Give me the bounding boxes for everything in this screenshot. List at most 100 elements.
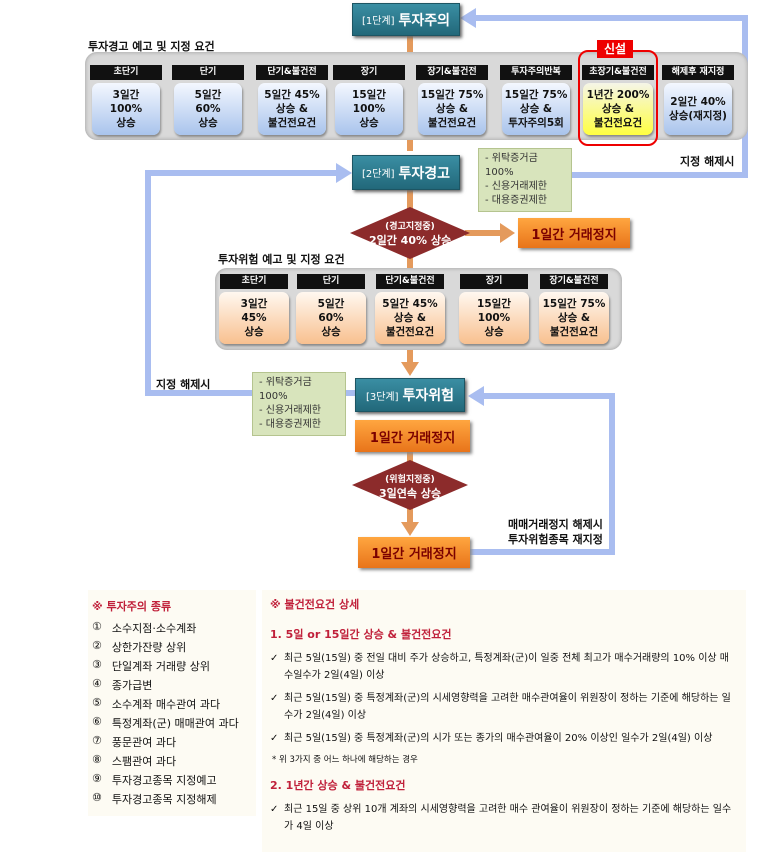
restriction: - 위탁증거금100% xyxy=(259,377,312,402)
release-line-top xyxy=(470,15,748,21)
item-text: 특정계좌(군) 매매관여 과다 xyxy=(111,717,239,730)
flow-line xyxy=(465,230,505,236)
redesignate-line-top xyxy=(480,393,615,399)
risk-req-tag: 단기&불건전 xyxy=(376,274,444,289)
item-number: ③ xyxy=(92,658,102,671)
item-text: 단일계좌 거래량 상위 xyxy=(111,660,210,673)
caution-type-item: ⑦ 풍문관여 과다 xyxy=(92,734,252,753)
warning-req-box: 5일간 45% 상승 & 불건전요건 xyxy=(258,83,326,135)
stage-prefix: [3단계] xyxy=(365,391,399,403)
new-badge: 신설 xyxy=(597,40,633,58)
arrow-right-icon xyxy=(500,223,515,243)
item-number: ⑦ xyxy=(92,734,102,747)
risk-req-box: 3일간 45% 상승 xyxy=(219,292,289,344)
diamond-main: 2일간 40% 상승 xyxy=(368,234,452,247)
warning-req-box: 2일간 40% 상승(재지정) xyxy=(664,83,732,135)
item-number: ⑨ xyxy=(92,772,102,785)
caution-type-item: ⑥ 특정계좌(군) 매매관여 과다 xyxy=(92,715,252,734)
stage2-box: [2단계]투자경고 xyxy=(352,155,460,190)
section2-title: 2. 1년간 상승 & 불건전요건 xyxy=(270,779,406,792)
restriction: - 대용증권제한 xyxy=(485,195,547,206)
risk-req-box: 15일간 100% 상승 xyxy=(459,292,529,344)
risk-req-box: 5일간 45% 상승 & 불건전요건 xyxy=(375,292,445,344)
item-number: ⑤ xyxy=(92,696,102,709)
footnote: * 위 3가지 중 어느 하나에 해당하는 경우 xyxy=(272,755,418,765)
caution-type-item: ⑩ 투자경고종목 지정해제 xyxy=(92,791,252,810)
stage-name: 투자경고 xyxy=(398,165,451,182)
item-text: 투자경고종목 지정해제 xyxy=(111,793,217,806)
arrow-right-icon xyxy=(336,163,352,183)
condition-diamond-risk: (위험지정중) 3일연속 상승 xyxy=(352,460,468,510)
risk-req-tag: 장기&불건전 xyxy=(540,274,608,289)
halt-box: 1일간 거래정지 xyxy=(355,420,470,452)
condition-diamond-warning: (경고지정중) 2일간 40% 상승 xyxy=(350,207,470,259)
item-text: 스팸관여 과다 xyxy=(111,755,177,768)
diamond-sub: (경고지정중) xyxy=(385,222,435,232)
halt-box: 1일간 거래정지 xyxy=(358,537,470,568)
restriction: - 대용증권제한 xyxy=(259,419,321,430)
criterion: 최근 5일(15일) 중 특정계좌(군)의 시가 또는 종가의 매수관여율이 2… xyxy=(270,730,738,747)
risk-req-box: 15일간 75% 상승 & 불건전요건 xyxy=(539,292,609,344)
risk-req-tag: 초단기 xyxy=(220,274,288,289)
release-line-left xyxy=(145,170,151,395)
warning-req-tag: 초단기 xyxy=(90,65,162,80)
restriction: - 신용거래제한 xyxy=(259,405,321,416)
warning-req-box: 15일간 75% 상승 & 불건전요건 xyxy=(418,83,486,135)
halt-box: 1일간 거래정지 xyxy=(518,218,630,248)
caution-types-title: ※ 투자주의 종류 xyxy=(92,600,172,613)
release-label-top: 지정 해제시 xyxy=(680,155,735,168)
stage1-box: [1단계]투자주의 xyxy=(352,3,460,36)
warning-req-box: 5일간 60% 상승 xyxy=(174,83,242,135)
item-number: ⑩ xyxy=(92,791,102,804)
risk-req-tag: 단기 xyxy=(297,274,365,289)
warning-req-tag: 단기&불건전 xyxy=(256,65,328,80)
caution-type-item: ⑧ 스팸관여 과다 xyxy=(92,753,252,772)
arrow-down-icon xyxy=(401,522,419,536)
stage-name: 투자위험 xyxy=(402,388,455,404)
caution-type-item: ④ 종가급변 xyxy=(92,677,252,696)
warning-req-box: 15일간 100% 상승 xyxy=(335,83,403,135)
item-text: 종가급변 xyxy=(111,679,153,692)
section1-title: 1. 5일 or 15일간 상승 & 불건전요건 xyxy=(270,628,452,641)
release-line-left-bottom xyxy=(145,390,355,396)
item-number: ⑧ xyxy=(92,753,102,766)
item-text: 소수지점·소수계좌 xyxy=(111,622,197,635)
warning-req-box: 15일간 75% 상승 & 투자주의5회 xyxy=(502,83,570,135)
warning-req-box: 1년간 200% 상승 & 불건전요건 xyxy=(583,83,653,135)
stage3-box: [3단계]투자위험 xyxy=(355,378,465,412)
restrictions-note: - 위탁증거금100% - 신용거래제한 - 대용증권제한 xyxy=(252,372,346,436)
stage-prefix: [2단계] xyxy=(361,169,395,180)
release-line-left-top xyxy=(145,170,345,176)
release-line-bottom xyxy=(570,172,748,178)
warning-req-tag: 해제후 재지정 xyxy=(662,65,734,80)
criterion: 최근 5일(15일) 중 전일 대비 주가 상승하고, 특정계좌(군)이 일중 … xyxy=(270,650,738,684)
warning-req-box: 3일간 100% 상승 xyxy=(92,83,160,135)
restriction: - 신용거래제한 xyxy=(485,181,547,192)
arrow-left-icon xyxy=(468,386,484,406)
warning-req-tag: 초장기&불건전 xyxy=(582,65,654,80)
item-text: 상한가잔량 상위 xyxy=(111,641,187,654)
caution-type-item: ③ 단일계좌 거래량 상위 xyxy=(92,658,252,677)
item-number: ④ xyxy=(92,677,102,690)
caution-type-item: ⑨ 투자경고종목 지정예고 xyxy=(92,772,252,791)
redesignate-line-bottom xyxy=(470,549,615,555)
item-text: 투자경고종목 지정예고 xyxy=(111,774,217,787)
stage-prefix: [1단계] xyxy=(361,16,395,27)
item-number: ⑥ xyxy=(92,715,102,728)
criterion: 최근 5일(15일) 중 특정계좌(군)의 시세영향력을 고려한 매수관여율이 … xyxy=(270,690,738,724)
item-text: 풍문관여 과다 xyxy=(111,736,177,749)
warning-req-tag: 단기 xyxy=(172,65,244,80)
restrictions-note: - 위탁증거금100% - 신용거래제한 - 대용증권제한 xyxy=(478,148,572,212)
diamond-sub: (위험지정중) xyxy=(385,475,435,485)
diamond-main: 3일연속 상승 xyxy=(378,487,442,500)
redesignate-line-right xyxy=(609,393,615,555)
restriction: - 위탁증거금100% xyxy=(485,153,538,178)
risk-req-title: 투자위험 예고 및 지정 요건 xyxy=(218,253,345,266)
unfair-detail-title: ※ 불건전요건 상세 xyxy=(270,598,360,611)
warning-req-tag: 장기 xyxy=(333,65,405,80)
